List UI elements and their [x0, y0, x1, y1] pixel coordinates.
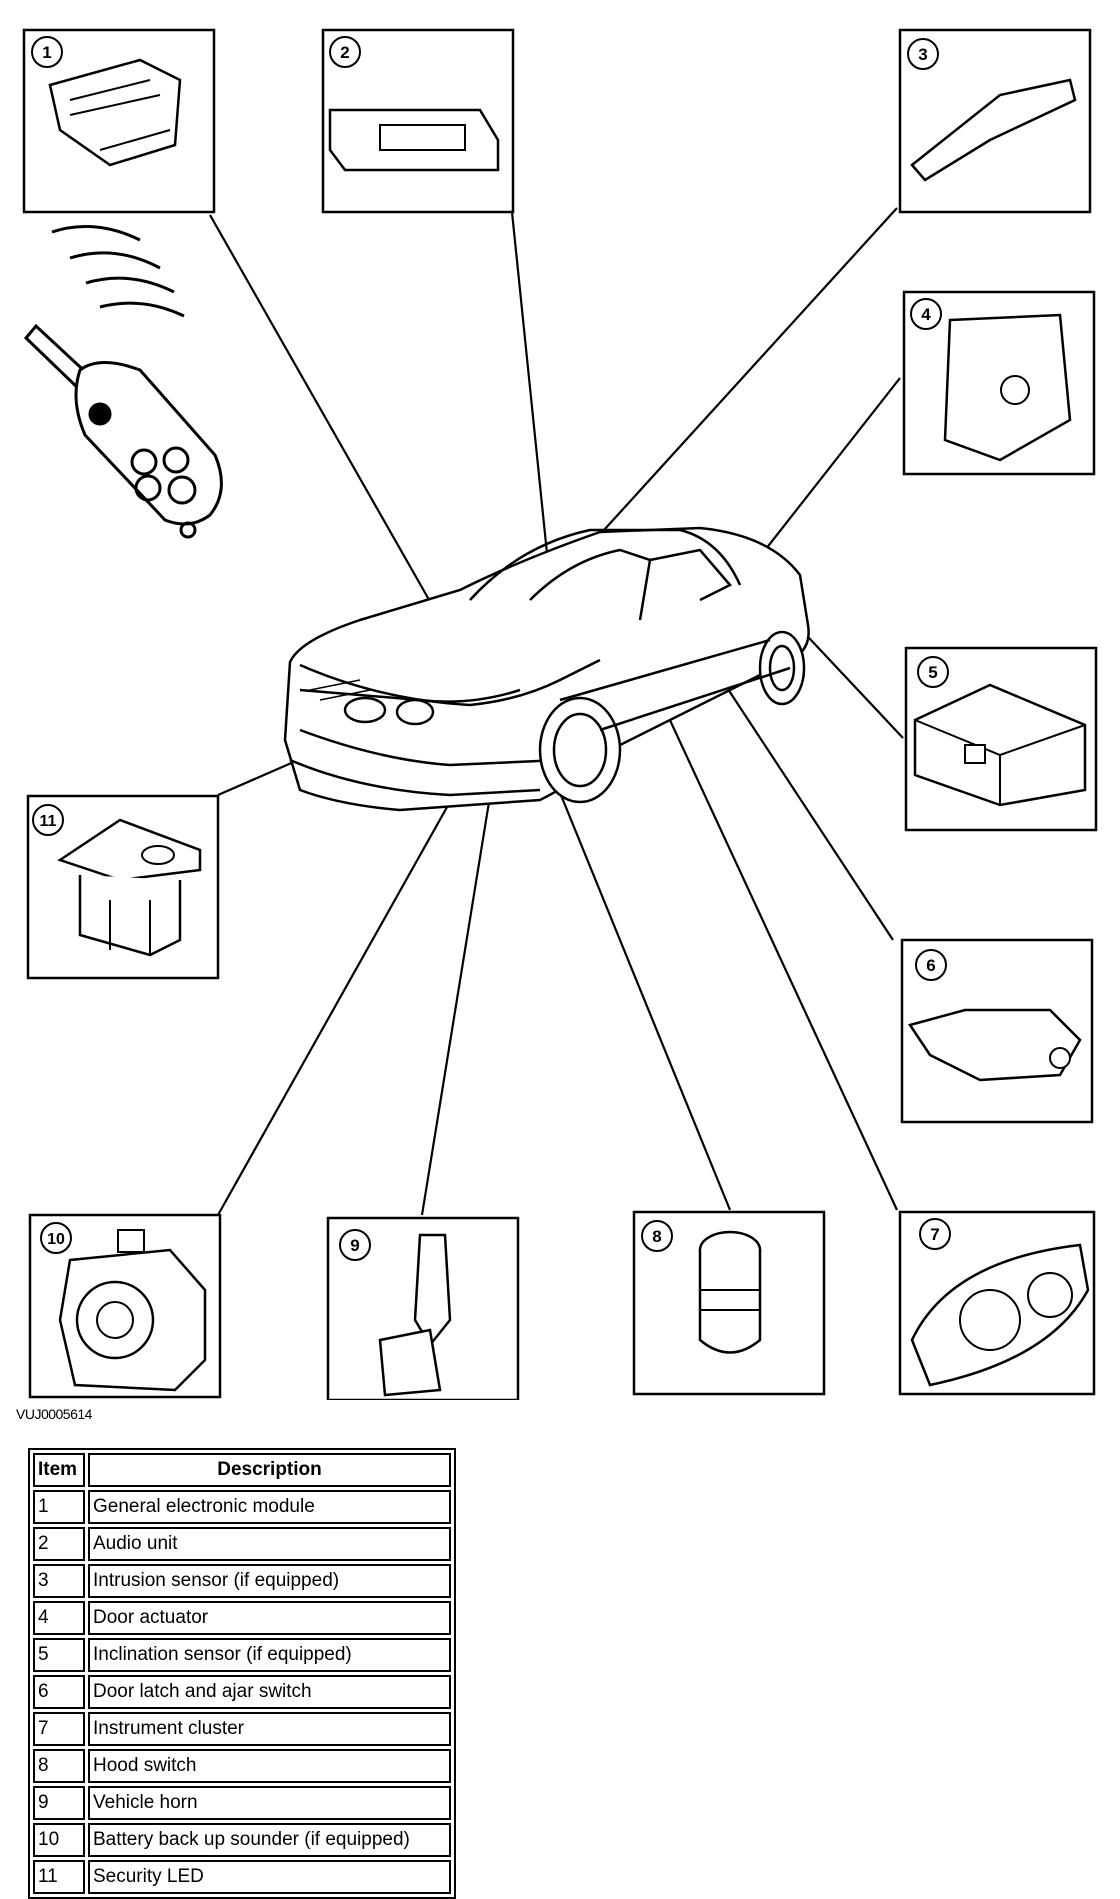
item-number: 2 — [33, 1527, 85, 1561]
component-box-8: 8 — [632, 1210, 826, 1396]
item-number: 7 — [33, 1712, 85, 1746]
item-description: Instrument cluster — [88, 1712, 451, 1746]
vehicle-illustration — [283, 526, 810, 812]
callout-7: 7 — [930, 1225, 939, 1244]
column-header-description: Description — [88, 1453, 451, 1487]
callout-8: 8 — [652, 1227, 661, 1246]
item-number: 9 — [33, 1786, 85, 1820]
component-box-6: 6 — [900, 938, 1094, 1124]
column-header-item: Item — [33, 1453, 85, 1487]
item-number: 3 — [33, 1564, 85, 1598]
component-box-5: 5 — [904, 646, 1098, 832]
item-description: Hood switch — [88, 1749, 451, 1783]
leader-lines — [209, 207, 904, 1216]
component-box-4: 4 — [902, 290, 1096, 476]
callout-3: 3 — [918, 45, 927, 64]
component-location-diagram: 1 2 3 4 5 6 — [22, 28, 1098, 1400]
item-number: 4 — [33, 1601, 85, 1635]
item-description: Inclination sensor (if equipped) — [88, 1638, 451, 1672]
item-description: Audio unit — [88, 1527, 451, 1561]
component-box-11: 11 — [26, 794, 220, 980]
callout-5: 5 — [928, 663, 937, 682]
table-header-row: Item Description — [33, 1453, 451, 1487]
item-description: Security LED — [88, 1860, 451, 1894]
figure-id: VUJ0005614 — [16, 1406, 92, 1422]
component-box-3: 3 — [898, 28, 1092, 214]
key-fob-illustration — [23, 225, 223, 539]
item-number: 6 — [33, 1675, 85, 1709]
component-box-7: 7 — [898, 1210, 1096, 1396]
callout-10: 10 — [47, 1231, 65, 1248]
component-box-1: 1 — [22, 28, 216, 214]
item-number: 10 — [33, 1823, 85, 1857]
item-description: Door latch and ajar switch — [88, 1675, 451, 1709]
callout-1: 1 — [42, 43, 51, 62]
callout-6: 6 — [926, 956, 935, 975]
callout-11: 11 — [40, 813, 57, 830]
callout-9: 9 — [350, 1236, 359, 1255]
component-box-10: 10 — [28, 1213, 222, 1399]
component-box-9: 9 — [326, 1216, 520, 1400]
item-number: 11 — [33, 1860, 85, 1894]
callout-4: 4 — [921, 305, 931, 324]
component-box-2: 2 — [321, 28, 515, 214]
item-description: Door actuator — [88, 1601, 451, 1635]
item-number: 5 — [33, 1638, 85, 1672]
item-description: Intrusion sensor (if equipped) — [88, 1564, 451, 1598]
item-number: 1 — [33, 1490, 85, 1524]
callout-2: 2 — [340, 43, 349, 62]
item-description: Battery back up sounder (if equipped) — [88, 1823, 451, 1857]
item-description: General electronic module — [88, 1490, 451, 1524]
item-description: Vehicle horn — [88, 1786, 451, 1820]
item-number: 8 — [33, 1749, 85, 1783]
